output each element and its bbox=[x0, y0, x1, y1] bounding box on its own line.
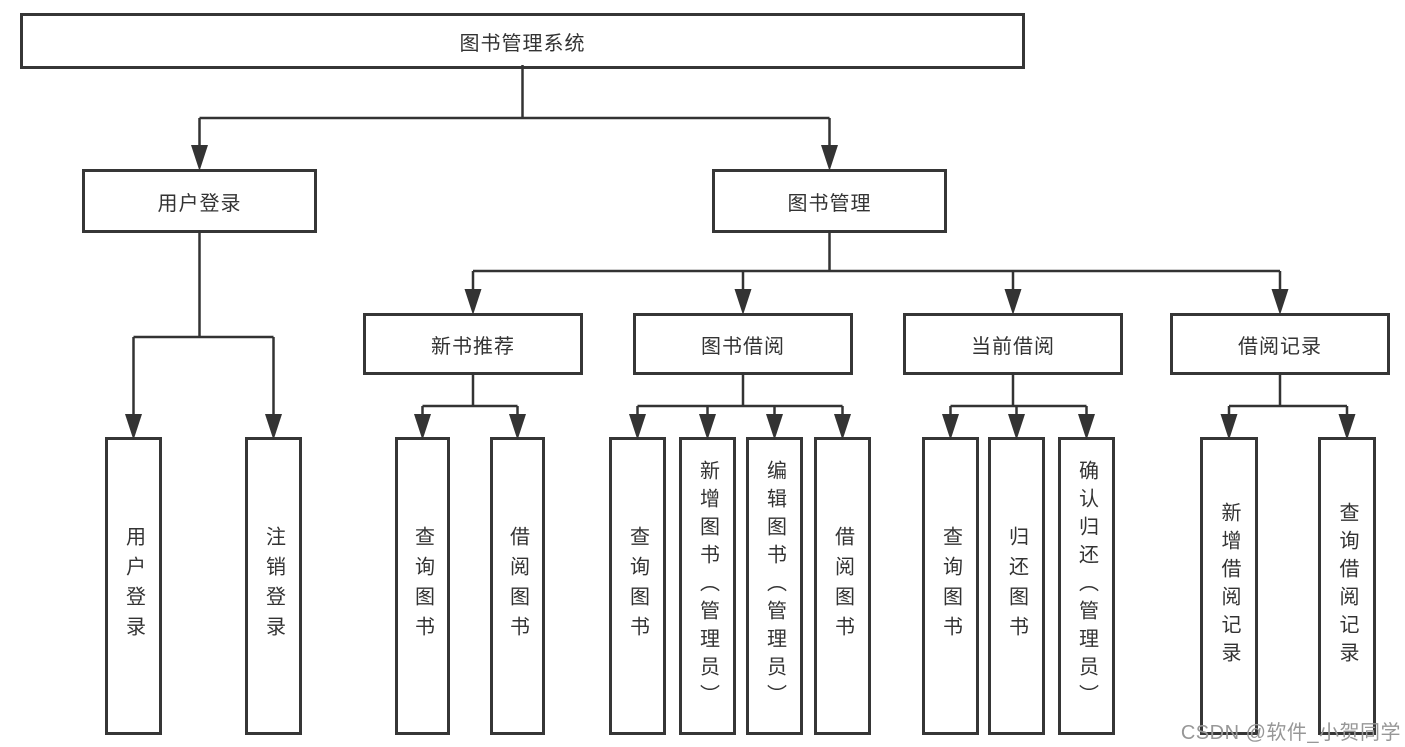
leaf-borrow-books-recommend-label: 借阅图书 bbox=[506, 526, 529, 646]
leaf-query-books-current-label: 查询图书 bbox=[939, 526, 962, 646]
leaf-borrow-books: 借阅图书 bbox=[814, 437, 871, 735]
leaf-return-books: 归还图书 bbox=[988, 437, 1045, 735]
leaf-query-books-recommend-label: 查询图书 bbox=[411, 526, 434, 646]
leaf-add-books-admin-label: 新增图书（管理员） bbox=[696, 460, 719, 712]
node-book-borrowing-label: 图书借阅 bbox=[701, 335, 785, 358]
node-user-login: 用户登录 bbox=[82, 169, 317, 233]
node-book-management-label: 图书管理 bbox=[787, 192, 872, 215]
watermark: CSDN @软件_小贺同学 bbox=[1180, 722, 1401, 744]
node-user-login-label: 用户登录 bbox=[157, 192, 242, 215]
leaf-logout: 注销登录 bbox=[245, 437, 302, 735]
leaf-add-borrow-record-label: 新增借阅记录 bbox=[1218, 502, 1240, 670]
node-library-system-label: 图书管理系统 bbox=[459, 32, 586, 55]
leaf-query-books-current: 查询图书 bbox=[922, 437, 979, 735]
node-current-borrowing: 当前借阅 bbox=[903, 313, 1123, 375]
leaf-confirm-return-admin: 确认归还（管理员） bbox=[1058, 437, 1115, 735]
node-new-book-recommendation: 新书推荐 bbox=[363, 313, 583, 375]
leaf-query-borrow-record: 查询借阅记录 bbox=[1318, 437, 1376, 735]
leaf-logout-label: 注销登录 bbox=[262, 526, 285, 646]
leaf-query-books-recommend: 查询图书 bbox=[395, 437, 450, 735]
leaf-user-login-label: 用户登录 bbox=[122, 526, 145, 646]
node-book-management: 图书管理 bbox=[712, 169, 947, 233]
node-current-borrowing-label: 当前借阅 bbox=[971, 335, 1055, 358]
leaf-add-borrow-record: 新增借阅记录 bbox=[1200, 437, 1258, 735]
node-borrowing-records: 借阅记录 bbox=[1170, 313, 1390, 375]
node-book-borrowing: 图书借阅 bbox=[633, 313, 853, 375]
node-borrowing-records-label: 借阅记录 bbox=[1238, 335, 1322, 358]
leaf-user-login: 用户登录 bbox=[105, 437, 162, 735]
leaf-edit-books-admin: 编辑图书（管理员） bbox=[746, 437, 803, 735]
leaf-query-books-borrow: 查询图书 bbox=[609, 437, 666, 735]
leaf-query-borrow-record-label: 查询借阅记录 bbox=[1336, 502, 1358, 670]
leaf-return-books-label: 归还图书 bbox=[1005, 526, 1028, 646]
leaf-confirm-return-admin-label: 确认归还（管理员） bbox=[1075, 460, 1098, 712]
leaf-edit-books-admin-label: 编辑图书（管理员） bbox=[763, 460, 786, 712]
leaf-borrow-books-recommend: 借阅图书 bbox=[490, 437, 545, 735]
leaf-borrow-books-label: 借阅图书 bbox=[831, 526, 854, 646]
leaf-query-books-borrow-label: 查询图书 bbox=[626, 526, 649, 646]
node-library-system: 图书管理系统 bbox=[20, 13, 1025, 69]
leaf-add-books-admin: 新增图书（管理员） bbox=[679, 437, 736, 735]
node-new-book-recommendation-label: 新书推荐 bbox=[431, 335, 515, 358]
